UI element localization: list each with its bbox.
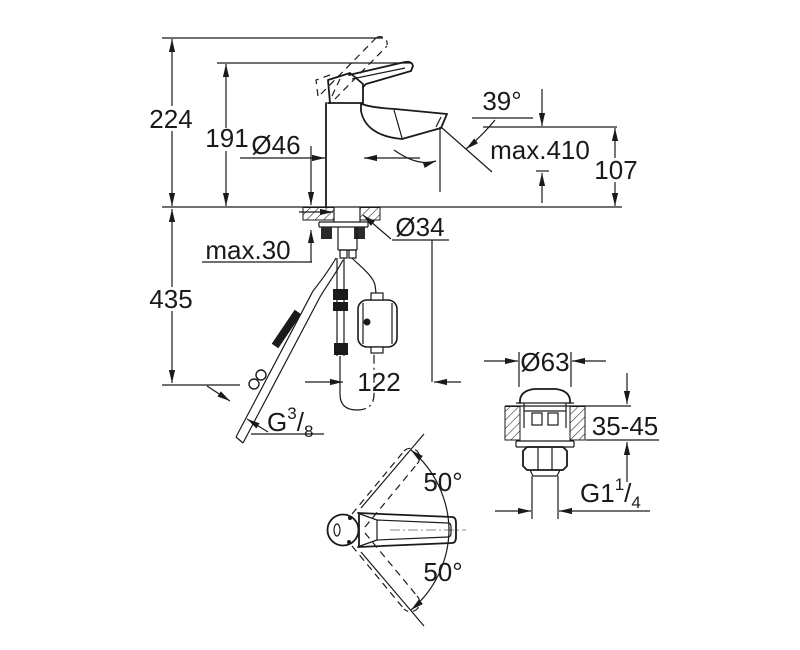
counter-hatch-left: [302, 207, 335, 221]
countertop-section: [162, 206, 622, 222]
counter-hatch-right: [359, 207, 381, 221]
handle-top-outline: [357, 512, 457, 548]
mounting-washer: [318, 221, 369, 228]
dimension-122: 122: [305, 367, 461, 397]
waste-bevel: [529, 469, 561, 477]
dim-label-waste-thread: G11/4: [580, 475, 641, 512]
handle-head-notch: [333, 523, 341, 537]
g38-numerator: 3: [287, 404, 296, 423]
g38-slash: /: [297, 407, 305, 437]
dimension-46: Ø46: [240, 130, 420, 162]
spout-divider-line: [393, 109, 442, 139]
waste-cap-dome: [519, 388, 571, 404]
handle-ghost-down: [351, 532, 421, 613]
mounting-hardware: [318, 221, 369, 259]
dim-label-spout-height: 191: [205, 123, 248, 153]
dim-label-overall-height: 224: [149, 104, 192, 134]
g114-numerator: 1: [615, 475, 624, 494]
dim-label-deck-range: 35-45: [592, 411, 659, 441]
swing-arc: [410, 449, 450, 611]
dimension-g114: G11/4: [495, 475, 650, 515]
control-box-dot: [363, 318, 371, 326]
waste-counter-hatch-left: [504, 406, 521, 441]
g38-denominator: 8: [304, 422, 313, 441]
handle-top-inner: [359, 513, 452, 547]
control-box-top-stub: [370, 292, 384, 301]
vertical-hose-band-3: [334, 343, 348, 355]
dimension-435: 435: [148, 209, 240, 386]
flex-hose-connector-band: [271, 309, 302, 349]
handle-lever-outline: [348, 60, 414, 88]
control-box: [357, 292, 398, 354]
handle-head-dot-bottom: [347, 540, 351, 544]
hose-stub-left: [339, 249, 348, 259]
dimension-3545: 35-45: [592, 373, 659, 482]
g114-slash: /: [624, 478, 632, 508]
handle-top-view: 50° 50°: [326, 433, 466, 627]
dimension-g38: G3/8: [206, 385, 324, 441]
swing-boundary-lines: [360, 433, 425, 627]
waste-tube: [531, 476, 559, 519]
hose-fitting-ring-1: [255, 369, 267, 381]
flex-hose-diagonal: [235, 257, 344, 444]
waste-locknut: [522, 446, 568, 471]
dim-label-supply-thread: G3/8: [267, 404, 313, 441]
hose-loop-right-dashed: [356, 353, 375, 411]
vertical-hose-band-1: [333, 289, 348, 300]
dim-label-swing-up: 50°: [423, 467, 462, 497]
waste-overflow-slot-2: [547, 412, 559, 426]
dim-label-hose-length: 435: [149, 284, 192, 314]
dim-label-outlet-height: 107: [594, 155, 637, 185]
hose-loop-left: [339, 356, 358, 411]
dim-label-flange-diameter: Ø63: [520, 347, 569, 377]
dim-label-shank-diameter: Ø34: [395, 212, 444, 242]
dim-label-max-reach: max.410: [490, 135, 590, 165]
mounting-screw-left: [321, 227, 332, 239]
waste-counter-hatch-right: [569, 406, 586, 441]
control-box-bottom-stub: [370, 346, 384, 354]
dimension-max410: max.410: [483, 89, 617, 203]
mounting-shank-edges: [333, 207, 361, 222]
handle-head-circle: [326, 513, 360, 547]
dimension-63: Ø63: [484, 347, 606, 387]
hose-stub-right: [348, 249, 357, 259]
waste-assembly-view: [504, 388, 659, 519]
dim-label-swing-down: 50°: [423, 557, 462, 587]
handle-raised-ghost: [315, 36, 388, 100]
dimension-191: 191: [204, 62, 410, 206]
handle-lever-inner-line: [351, 67, 406, 80]
spout-angle-slant-line: [440, 126, 493, 173]
supply-hoses: [235, 257, 377, 444]
faucet-body-outline: [325, 102, 448, 208]
dimension-34: Ø34: [299, 208, 449, 382]
waste-body: [523, 403, 567, 428]
hose-fitting-ring-2: [248, 378, 260, 390]
dimension-max30: max.30: [202, 146, 315, 265]
dimension-224: 224: [149, 37, 383, 206]
vertical-hose-band-2: [333, 302, 348, 311]
dim-label-hose-offset: 122: [357, 367, 400, 397]
mounting-screw-right: [354, 227, 365, 239]
handle-ghost-up: [351, 447, 421, 528]
control-box-inner-lines: [362, 303, 393, 344]
g38-prefix: G: [267, 407, 287, 437]
dim-label-spout-angle: 39°: [482, 86, 521, 116]
waste-overflow-slot-1: [531, 412, 543, 426]
waste-locknut-facets: [537, 447, 553, 470]
dimension-39deg: 39°: [465, 86, 533, 150]
dimension-107: 107: [594, 128, 638, 206]
handle-head-dot-top: [348, 516, 352, 520]
pull-cable: [351, 257, 377, 294]
faucet-side-view: [315, 36, 493, 208]
g114-prefix: G1: [580, 478, 615, 508]
dim-label-deck-thickness: max.30: [205, 235, 290, 265]
dim-label-body-diameter: Ø46: [251, 130, 300, 160]
handle-base-outline: [327, 72, 364, 104]
flow-angle-arc-arrow: [393, 149, 437, 169]
g114-denominator: 4: [631, 493, 640, 512]
